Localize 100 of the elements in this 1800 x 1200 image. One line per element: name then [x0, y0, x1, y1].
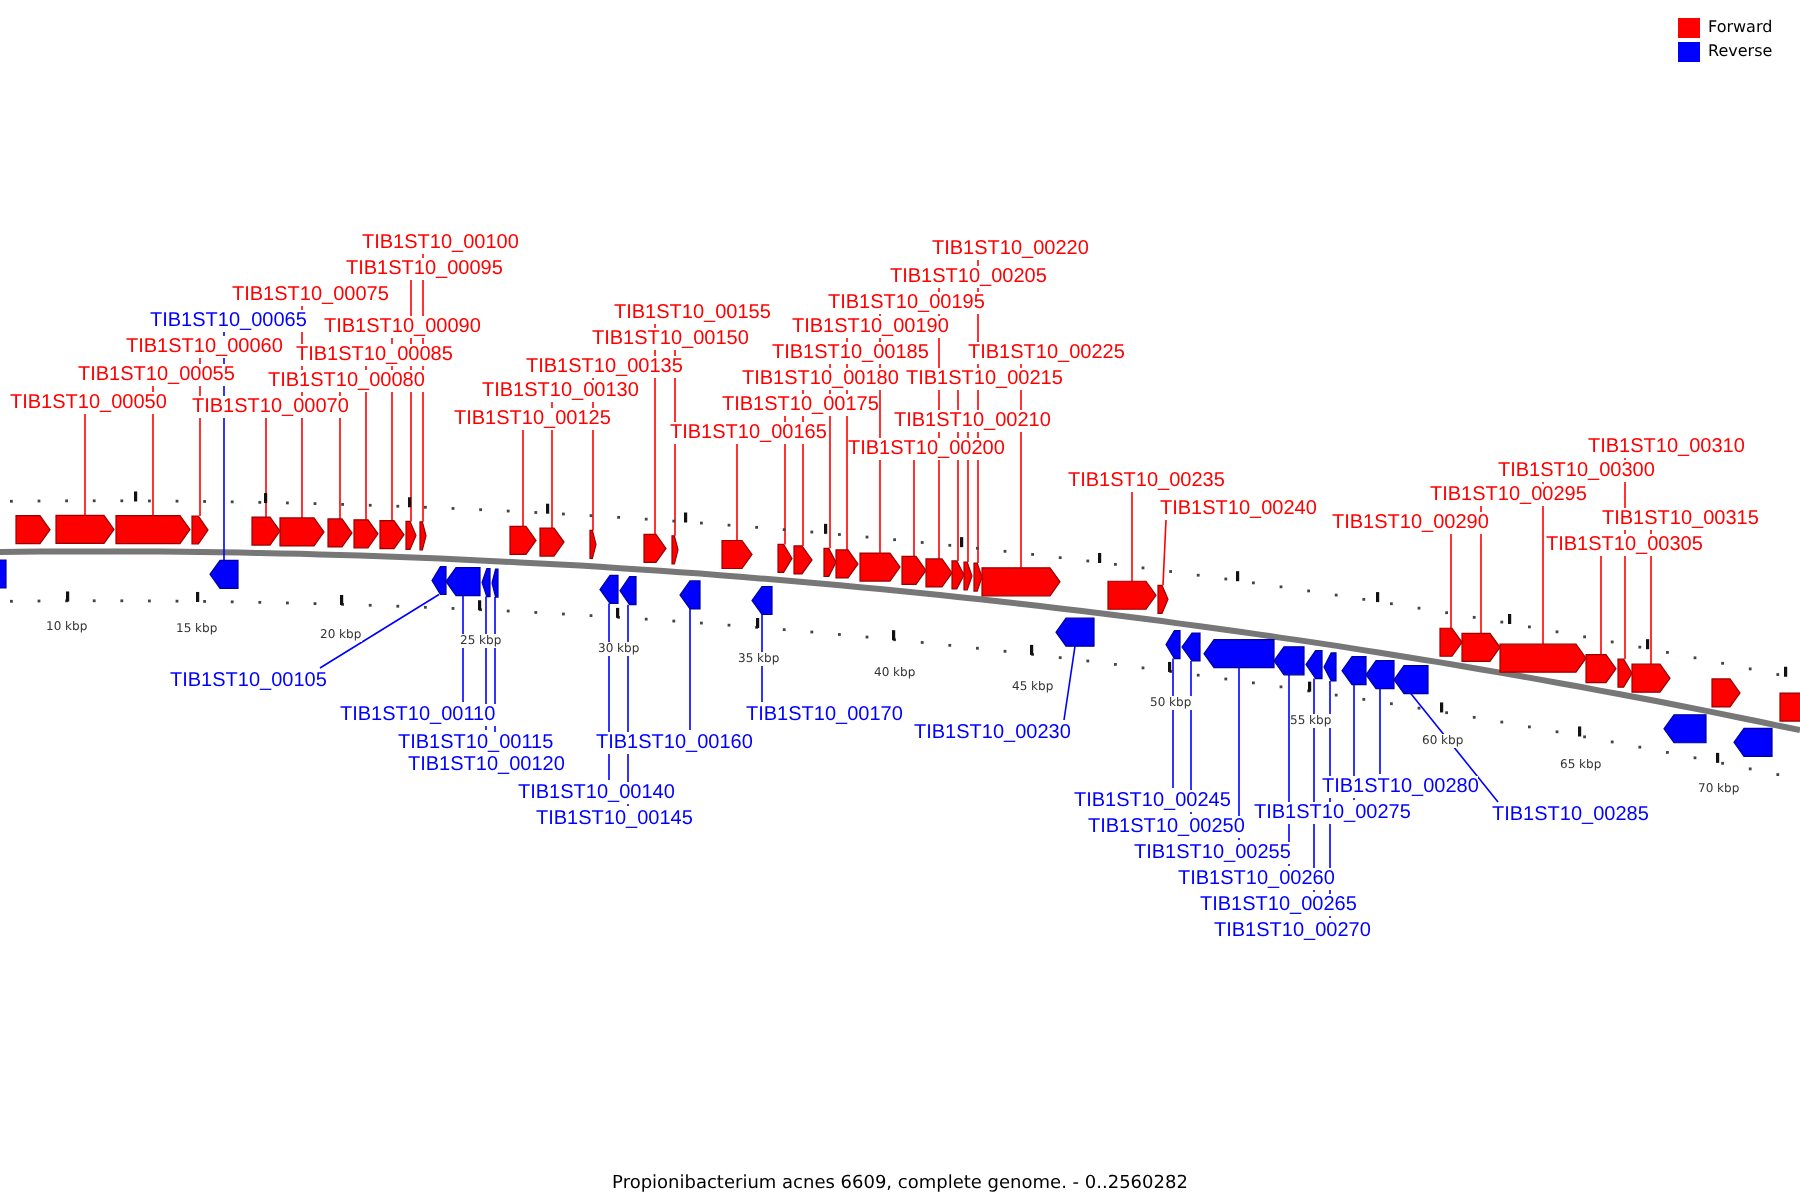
gene-label: TIB1ST10_00225	[968, 342, 1125, 364]
gene-glyph	[1461, 632, 1501, 662]
gene-glyph	[1733, 727, 1773, 757]
gene-glyph	[679, 580, 701, 610]
gene-label: TIB1ST10_00110	[340, 704, 496, 726]
gene-label: TIB1ST10_00290	[1332, 512, 1489, 534]
gene-glyph	[901, 555, 927, 585]
leader-line	[913, 459, 915, 558]
leader-line	[1131, 491, 1133, 583]
leader-line	[319, 593, 440, 669]
gene-label: TIB1ST10_00100	[362, 232, 519, 254]
gene-label: TIB1ST10_00095	[346, 258, 503, 280]
gene-label: TIB1ST10_00195	[828, 292, 985, 314]
leader-line	[84, 413, 86, 517]
gene-label: TIB1ST10_00220	[932, 238, 1089, 260]
gene-label: TIB1ST10_00305	[1546, 534, 1703, 556]
gene-glyph	[619, 576, 637, 606]
gene-glyph	[1323, 652, 1337, 682]
gene-glyph	[589, 529, 597, 560]
gene-glyph	[539, 527, 565, 557]
gene-label: TIB1ST10_00235	[1068, 470, 1225, 492]
gene-glyph	[1365, 660, 1395, 690]
gene-glyph	[1779, 692, 1800, 722]
gene-glyph	[777, 543, 793, 574]
leader-line	[522, 429, 524, 528]
gene-glyph	[751, 585, 773, 616]
gene-label: TIB1ST10_00315	[1602, 508, 1759, 530]
gene-label: TIB1ST10_00145	[536, 808, 693, 830]
gene-label: TIB1ST10_00260	[1178, 868, 1335, 890]
gene-label: TIB1ST10_00115	[398, 732, 554, 754]
gene-label: TIB1ST10_00170	[746, 704, 903, 726]
gene-label: TIB1ST10_00080	[268, 370, 425, 392]
gene-glyph	[963, 561, 973, 591]
gene-label: TIB1ST10_00255	[1134, 842, 1291, 864]
gene-label: TIB1ST10_00210	[894, 410, 1051, 432]
gene-label: TIB1ST10_00200	[848, 438, 1005, 460]
gene-label: TIB1ST10_00060	[126, 336, 283, 358]
leader-line	[1162, 519, 1167, 587]
gene-label: TIB1ST10_00185	[772, 342, 929, 364]
gene-glyph	[1273, 646, 1305, 676]
gene-glyph	[643, 533, 667, 564]
leader-line	[265, 417, 267, 518]
gene-label: TIB1ST10_00250	[1088, 816, 1245, 838]
gene-glyph	[55, 514, 115, 544]
gene-glyph	[823, 547, 837, 577]
gene-glyph	[327, 518, 353, 548]
gene-glyph	[1439, 627, 1463, 657]
gene-label: TIB1ST10_00270	[1214, 920, 1371, 942]
gene-glyph	[859, 552, 901, 582]
gene-glyph	[509, 525, 537, 556]
caption: Propionibacterium acnes 6609, complete genome. - 0..2560282	[612, 1174, 1188, 1194]
leader-line	[689, 608, 691, 731]
gene-glyph	[1305, 649, 1323, 680]
gene-glyph	[251, 516, 281, 546]
gene-glyph	[835, 549, 859, 579]
legend-label: Reverse	[1708, 42, 1773, 62]
gene-label: TIB1ST10_00300	[1498, 460, 1655, 482]
gene-label: TIB1ST10_00180	[742, 368, 899, 390]
gene-label: TIB1ST10_00120	[408, 754, 565, 776]
gene-glyph	[209, 559, 239, 589]
leader-line	[1600, 555, 1602, 656]
leader-line	[1238, 666, 1240, 841]
gene-label: TIB1ST10_00285	[1492, 804, 1649, 826]
gene-label: TIB1ST10_00310	[1588, 436, 1745, 458]
gene-label: TIB1ST10_00140	[518, 782, 675, 804]
gene-label: TIB1ST10_00125	[454, 408, 611, 430]
gene-label: TIB1ST10_00175	[722, 394, 879, 416]
leader-line	[761, 613, 763, 703]
gene-label: TIB1ST10_00155	[614, 302, 771, 324]
leader-line	[1450, 533, 1452, 630]
gene-glyph	[1711, 678, 1741, 708]
leader-line	[462, 594, 464, 703]
gene-glyph	[279, 517, 325, 547]
gene-label: TIB1ST10_00130	[482, 380, 639, 402]
gene-label: TIB1ST10_00295	[1430, 484, 1587, 506]
gene-label: TIB1ST10_00070	[192, 396, 349, 418]
gene-glyph	[793, 545, 813, 575]
gene-glyph	[721, 539, 753, 570]
gene-label: TIB1ST10_00230	[914, 722, 1071, 744]
gene-label: TIB1ST10_00135	[526, 356, 683, 378]
gene-label: TIB1ST10_00090	[324, 316, 481, 338]
leader-line	[1172, 657, 1174, 789]
gene-glyph	[419, 521, 427, 551]
gene-label: TIB1ST10_00050	[10, 392, 167, 414]
gene-glyph	[599, 574, 619, 605]
gene-label: TIB1ST10_00215	[906, 368, 1063, 390]
gene-label: TIB1ST10_00245	[1074, 790, 1231, 812]
gene-glyph	[0, 559, 7, 589]
leader-line	[1379, 687, 1381, 775]
gene-glyph	[491, 568, 499, 598]
gene-glyph	[353, 519, 379, 549]
gene-label: TIB1ST10_00165	[670, 422, 827, 444]
gene-glyph	[1393, 665, 1429, 695]
gene-label: TIB1ST10_00190	[792, 316, 949, 338]
leader-line	[1063, 645, 1076, 721]
gene-label: TIB1ST10_00055	[78, 364, 235, 386]
gene-glyph	[1181, 632, 1201, 662]
gene-label: TIB1ST10_00265	[1200, 894, 1357, 916]
gene-glyph	[15, 515, 51, 545]
gene-label: TIB1ST10_00065	[150, 310, 307, 332]
